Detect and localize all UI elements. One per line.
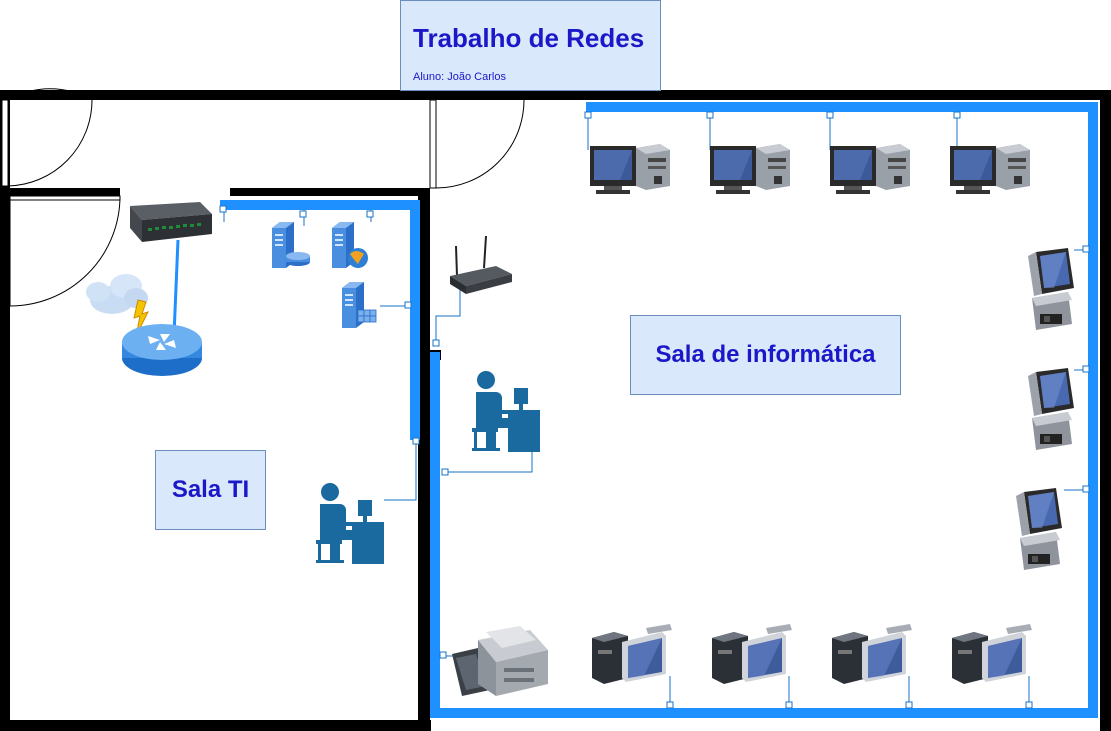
cable-trunk (220, 102, 1098, 718)
desktop-computer-icon[interactable] (712, 624, 792, 684)
title-box: Trabalho de Redes Aluno: João Carlos (400, 0, 661, 91)
user-workstation-icon[interactable] (316, 483, 384, 564)
desktop-computer-icon[interactable] (590, 144, 670, 194)
database-server-icon[interactable] (272, 222, 310, 268)
room-label-ti: Sala TI (155, 450, 266, 530)
student-name: Aluno: João Carlos (413, 71, 506, 83)
desktop-computer-icon[interactable] (1016, 488, 1062, 570)
desktop-computer-icon[interactable] (1028, 368, 1074, 450)
user-workstation-icon[interactable] (472, 371, 540, 452)
corridor-door-left (1, 88, 93, 187)
switch-icon[interactable] (130, 202, 212, 242)
desktop-computer-icon[interactable] (1028, 248, 1074, 330)
desktop-computer-icon[interactable] (952, 624, 1032, 684)
connection-points (219, 111, 1090, 709)
file-server-icon[interactable] (342, 282, 377, 328)
printer-icon[interactable] (452, 626, 548, 696)
building-walls (0, 90, 1111, 731)
desktop-computer-icon[interactable] (950, 144, 1030, 194)
wireless-router-icon[interactable] (450, 235, 512, 294)
corridor-door-right (429, 99, 525, 189)
desktop-computer-icon[interactable] (832, 624, 912, 684)
web-server-icon[interactable] (332, 222, 368, 268)
desktop-computer-icon[interactable] (592, 624, 672, 684)
sala-ti-door (9, 195, 121, 307)
switch-router-link (172, 239, 180, 336)
desktop-computer-icon[interactable] (830, 144, 910, 194)
diagram-title: Trabalho de Redes (413, 23, 645, 53)
router-icon[interactable] (122, 324, 202, 376)
cloud-icon (86, 274, 149, 337)
room-label-informatica: Sala de informática (630, 315, 901, 395)
desktop-computer-icon[interactable] (710, 144, 790, 194)
